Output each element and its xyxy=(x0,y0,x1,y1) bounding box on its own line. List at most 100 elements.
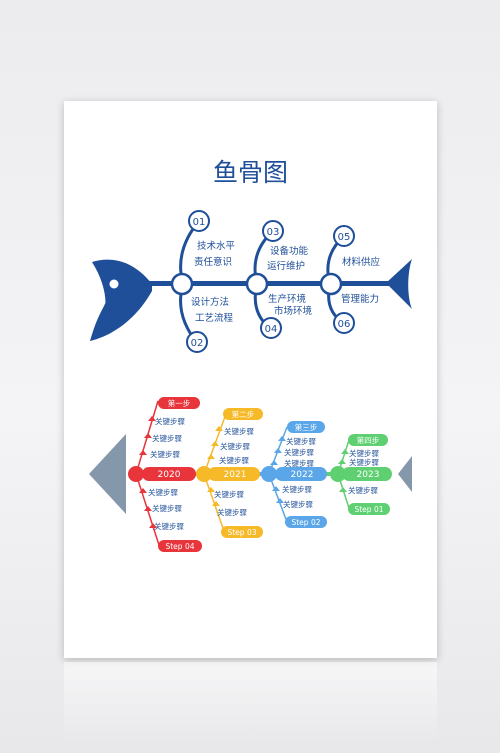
group3-step-pill xyxy=(287,421,325,433)
group4-step-pill xyxy=(348,434,388,446)
group1-bottom-arrow-3 xyxy=(149,523,157,528)
group3-bottom-item-2: 关键步骤 xyxy=(283,499,313,509)
diagram-canvas: 01 02 03 04 05 06 技术水平 责任意识 设计方法 工艺流程 设备… xyxy=(89,210,412,552)
spine-joint-1 xyxy=(170,272,194,296)
poster: 鱼骨图 01 02 xyxy=(64,101,437,658)
group4-top-item-1: 关键步骤 xyxy=(349,448,379,458)
group3-top-items: 关键步骤 关键步骤 关键步骤 xyxy=(270,436,316,468)
group4-bottom-items: 关键步骤 xyxy=(339,485,378,495)
group2-top-arrow-2 xyxy=(211,441,219,446)
label-management-ability: 管理能力 xyxy=(341,293,379,305)
group1-bottom-item-2: 关键步骤 xyxy=(152,503,182,513)
label-tech-level: 技术水平 xyxy=(197,240,236,252)
group1-year: 2020 xyxy=(158,470,181,480)
group1-top-arrow-3 xyxy=(139,450,147,455)
group2-bottom-pill xyxy=(221,526,263,538)
group1-bottom-items: 关键步骤 关键步骤 关键步骤 xyxy=(139,487,184,531)
label-production-environment: 生产环境 xyxy=(268,293,307,305)
group3-bottom-arrow-1 xyxy=(272,486,280,491)
group4-top-items: 关键步骤 关键步骤 xyxy=(338,448,379,467)
group2-bottom-item-1: 关键步骤 xyxy=(214,489,244,499)
group4-step-label: 第四步 xyxy=(357,435,380,445)
group2-top-item-1: 关键步骤 xyxy=(224,426,254,436)
group1-bottom-arrow-2 xyxy=(144,506,152,511)
fish-head xyxy=(386,259,412,309)
group1-top-arrow-1 xyxy=(148,416,156,421)
number-circle-05 xyxy=(333,225,355,247)
group4-top-item-2: 关键步骤 xyxy=(349,457,379,467)
group3-top-item-2: 关键步骤 xyxy=(284,447,314,457)
group3-top-arrow-2 xyxy=(274,448,282,453)
group2-bottom-item-2: 关键步骤 xyxy=(217,507,247,517)
group1-top-items: 关键步骤 关键步骤 关键步骤 xyxy=(139,416,185,459)
group2-bottom-arrow-1 xyxy=(207,487,215,492)
group3-top-arrow-1 xyxy=(278,436,286,441)
group2-top-items: 关键步骤 关键步骤 关键步骤 xyxy=(207,426,254,465)
group2-step-label: 第二步 xyxy=(232,409,255,419)
number-03: 03 xyxy=(267,227,280,238)
number-01: 01 xyxy=(193,217,206,228)
group3-top-arrow-3 xyxy=(270,460,278,465)
group4-top-arrow-2 xyxy=(338,459,346,464)
group1-top-item-1: 关键步骤 xyxy=(155,416,185,426)
number-02: 02 xyxy=(191,338,204,349)
group3-node xyxy=(261,466,277,482)
number-circle-03 xyxy=(262,220,284,242)
group2-bottom-arrow-2 xyxy=(212,501,220,506)
group3-bottom-label: Step 02 xyxy=(291,518,320,527)
group1-top-item-3: 关键步骤 xyxy=(150,449,180,459)
label-material-supply: 材料供应 xyxy=(342,256,381,268)
group3-top-item-1: 关键步骤 xyxy=(286,436,316,446)
spine-joint-3 xyxy=(319,272,343,296)
number-circle-02 xyxy=(186,331,208,353)
group4-bottom-item-1: 关键步骤 xyxy=(348,485,378,495)
group1-bottom-pill xyxy=(158,540,202,552)
timeline-head xyxy=(398,456,412,492)
group1-top-item-2: 关键步骤 xyxy=(152,433,182,443)
group4-node xyxy=(330,466,346,482)
group4-bottom-arrow-1 xyxy=(339,487,347,492)
number-circle-04 xyxy=(260,317,282,339)
group2-bottom-items: 关键步骤 关键步骤 xyxy=(207,487,247,517)
group4-bottom-pill xyxy=(348,503,390,515)
group4-bottom-label: Step 01 xyxy=(354,505,383,514)
group1-step-pill xyxy=(158,397,200,409)
group2-top-item-2: 关键步骤 xyxy=(220,441,250,451)
timeline-tail xyxy=(89,434,126,514)
group3-step-label: 第三步 xyxy=(295,422,318,432)
group3-year: 2022 xyxy=(291,470,314,480)
group2-top-arrow-3 xyxy=(207,454,215,459)
group3-bottom-pill xyxy=(285,516,327,528)
group2-year-pill xyxy=(208,467,260,481)
group4-top-arrow-1 xyxy=(341,449,349,454)
group3-top-item-3: 关键步骤 xyxy=(284,458,314,468)
page-title: 鱼骨图 xyxy=(212,158,288,187)
group3-bottom-arrow-2 xyxy=(276,498,284,503)
group1-top-arrow-2 xyxy=(144,433,152,438)
label-design-method: 设计方法 xyxy=(191,296,229,308)
group3-bottom-items: 关键步骤 关键步骤 xyxy=(272,484,313,509)
group3-bottom-item-1: 关键步骤 xyxy=(282,484,312,494)
number-04: 04 xyxy=(265,324,278,335)
label-process-flow: 工艺流程 xyxy=(195,312,234,324)
group1-bottom-item-3: 关键步骤 xyxy=(154,521,184,531)
group4-year: 2023 xyxy=(357,470,380,480)
spine-joint-2 xyxy=(245,272,269,296)
number-circle-06 xyxy=(333,312,355,334)
poster-reflection xyxy=(64,662,437,742)
group1-bottom-label: Step 04 xyxy=(165,542,194,551)
label-operation-maintenance: 运行维护 xyxy=(267,260,305,272)
group2-top-arrow-1 xyxy=(215,426,223,431)
group2-node xyxy=(196,466,212,482)
group2-year: 2021 xyxy=(224,470,247,480)
number-05: 05 xyxy=(338,232,351,243)
label-equipment-function: 设备功能 xyxy=(270,245,309,257)
fish-eye xyxy=(109,279,119,289)
group4-year-pill xyxy=(342,467,392,481)
group3-year-pill xyxy=(275,467,327,481)
group2-bottom-label: Step 03 xyxy=(227,528,256,537)
fishbone-diagram-1: 01 02 03 04 05 06 技术水平 责任意识 设计方法 工艺流程 设备… xyxy=(90,210,412,353)
fishbone-diagram-2: 第一步 2020 Step 04 关键步骤 关键步骤 关键步骤 关键步骤 关键步… xyxy=(89,397,412,552)
label-market-environment: 市场环境 xyxy=(274,305,313,317)
group2-step-pill xyxy=(223,408,263,420)
